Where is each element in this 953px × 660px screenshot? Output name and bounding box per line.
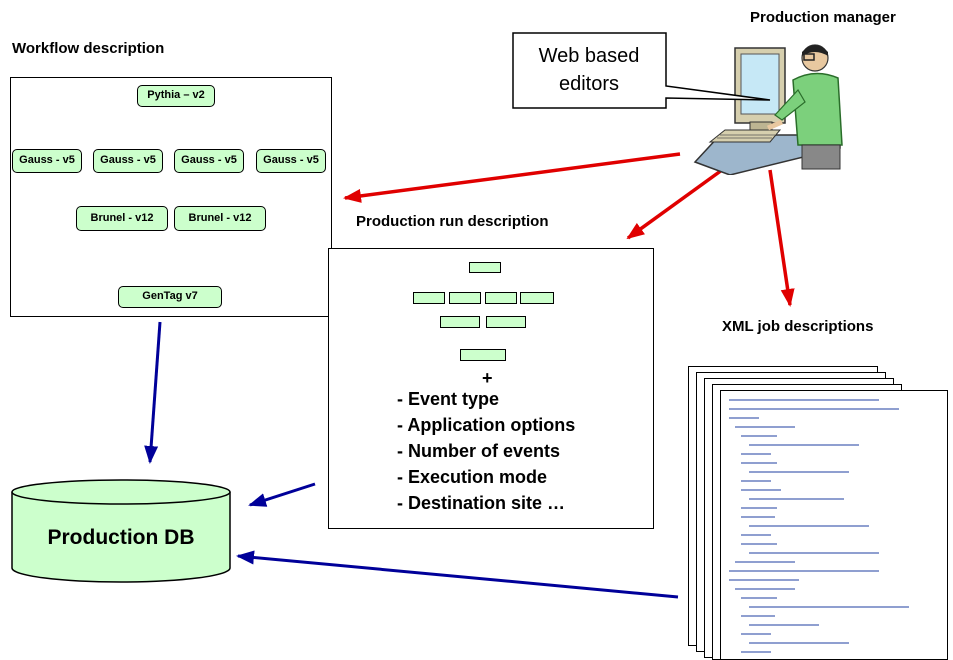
- node-gauss-4: Gauss - v5: [256, 149, 326, 173]
- mini-node: [413, 292, 445, 304]
- plus-sign: +: [482, 368, 493, 388]
- node-gentag: GenTag v7: [118, 286, 222, 308]
- callout-text: Web based editors: [514, 42, 664, 98]
- list-item: - Event type: [397, 389, 500, 409]
- mini-node-bottom: [460, 349, 506, 361]
- xml-document-stack: [680, 360, 950, 660]
- node-brunel-1: Brunel - v12: [76, 206, 168, 231]
- production-run-title: Production run description: [356, 213, 549, 230]
- run-options-list: - Event type - Application options - Num…: [397, 386, 575, 516]
- mini-node: [449, 292, 481, 304]
- node-gauss-2: Gauss - v5: [93, 149, 163, 173]
- callout-line-2: editors: [558, 73, 620, 95]
- workflow-panel: [10, 77, 332, 317]
- list-item: - Application options: [397, 415, 576, 435]
- list-item: - Execution mode: [397, 467, 548, 487]
- node-pythia: Pythia – v2: [137, 85, 215, 107]
- production-db-label: Production DB: [47, 526, 195, 549]
- list-item: - Number of events: [397, 441, 561, 461]
- callout-line-1: Web based: [538, 45, 640, 67]
- mini-node: [486, 316, 526, 328]
- xml-title: XML job descriptions: [722, 318, 874, 335]
- mini-node: [440, 316, 480, 328]
- production-db-cylinder: [11, 479, 231, 583]
- mini-node: [520, 292, 554, 304]
- manager-title: Production manager: [750, 9, 896, 26]
- mini-node: [485, 292, 517, 304]
- workflow-title: Workflow description: [12, 40, 165, 57]
- xml-page-front: [720, 390, 948, 660]
- node-brunel-2: Brunel - v12: [174, 206, 266, 231]
- callout-bubble: [512, 32, 771, 109]
- node-gauss-3: Gauss - v5: [174, 149, 244, 173]
- person-at-computer-icon: [693, 44, 843, 175]
- mini-node-top: [469, 262, 501, 273]
- red-arrows: [343, 152, 795, 307]
- list-item: - Destination site …: [397, 493, 566, 513]
- blue-arrows: [144, 321, 679, 599]
- node-gauss-1: Gauss - v5: [12, 149, 82, 173]
